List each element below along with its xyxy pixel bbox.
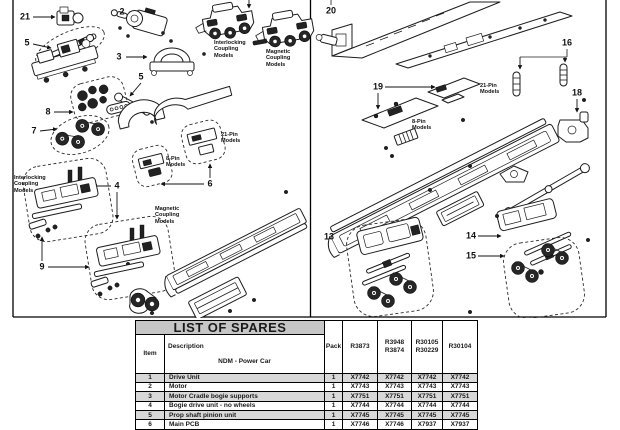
item-cell: 1 bbox=[135, 372, 165, 383]
screw-dots-right bbox=[384, 97, 591, 315]
code-r30105-r30229: X7742 bbox=[411, 372, 443, 383]
part-roof-panel bbox=[395, 11, 573, 69]
pack-cell: 1 bbox=[324, 391, 343, 402]
column-header-description: Description NDM - Power Car bbox=[164, 334, 325, 374]
description-cell: Motor bbox=[164, 381, 325, 393]
part-pcb-8pin bbox=[361, 97, 439, 146]
code-r30105-r30229: X7937 bbox=[411, 419, 443, 430]
code-r3948-r3874: X7742 bbox=[377, 372, 412, 383]
column-header-pack: Pack bbox=[324, 320, 343, 374]
part-drive-unit-frame bbox=[31, 38, 99, 83]
code-r3873: X7743 bbox=[342, 381, 378, 393]
description-cell: Main PCB bbox=[164, 419, 325, 430]
group-bogie-magnetic-exploded bbox=[84, 215, 176, 301]
part-body-shell bbox=[117, 99, 166, 130]
part-motor bbox=[110, 7, 168, 37]
item-cell: 3 bbox=[135, 391, 165, 402]
code-r3948-r3874: X7743 bbox=[377, 381, 412, 393]
part-wheel-assembly bbox=[129, 288, 160, 314]
code-r3948-r3874: X7746 bbox=[377, 419, 412, 430]
code-r3873: X7746 bbox=[342, 419, 378, 430]
code-r30104: X7743 bbox=[442, 381, 478, 393]
item-cell: 5 bbox=[135, 410, 165, 421]
part-interior-molding bbox=[315, 1, 501, 59]
code-r3873: X7751 bbox=[342, 391, 378, 402]
part-motor-mount bbox=[56, 6, 84, 26]
item-cell: 2 bbox=[135, 381, 165, 393]
group-8pin-left bbox=[131, 144, 173, 188]
code-r30104: X7745 bbox=[442, 410, 478, 421]
part-bogie-magnetic-coupling bbox=[251, 6, 317, 53]
table-title: LIST OF SPARES bbox=[135, 320, 325, 335]
group-wheelsets bbox=[50, 112, 110, 155]
part-floor-panel-left bbox=[188, 276, 247, 318]
part-pcb-21pin bbox=[427, 77, 481, 104]
description-cell: Drive Unit bbox=[164, 372, 325, 383]
exploded-parts-diagram bbox=[12, 0, 607, 318]
column-header-r3948-r3874: R3948 R3874 bbox=[377, 320, 412, 374]
code-r30105-r30229: X7743 bbox=[411, 381, 443, 393]
group-bogie-13 bbox=[346, 216, 434, 317]
group-bogie-interlocking-exploded bbox=[22, 157, 114, 243]
part-pivot-frame bbox=[499, 165, 529, 183]
group-gears bbox=[70, 76, 131, 124]
part-hatch-panel bbox=[436, 191, 485, 227]
code-r30105-r30229: X7745 bbox=[411, 410, 443, 421]
part-chassis-right bbox=[327, 118, 560, 258]
part-bogie-interlocking-coupling bbox=[191, 0, 257, 45]
part-bogie-mount bbox=[557, 111, 589, 143]
pack-cell: 1 bbox=[324, 410, 343, 421]
table-subtitle: NDM - Power Car bbox=[218, 357, 271, 365]
pack-cell: 1 bbox=[324, 381, 343, 393]
column-header-r3873: R3873 bbox=[342, 320, 378, 374]
code-r30104: X7937 bbox=[442, 419, 478, 430]
code-r3948-r3874: X7745 bbox=[377, 410, 412, 421]
part-underframe-left bbox=[164, 208, 308, 298]
list-of-spares-table: LIST OF SPARES Pack R3873 R3948 R3874 R3… bbox=[135, 320, 478, 430]
column-header-r30104: R30104 bbox=[442, 320, 478, 374]
group-bogie-14-15 bbox=[496, 198, 585, 318]
pack-cell: 1 bbox=[324, 372, 343, 383]
group-21pin-left bbox=[180, 119, 226, 165]
part-springs bbox=[512, 63, 568, 97]
code-r30104: X7742 bbox=[442, 372, 478, 383]
code-r3948-r3874: X7751 bbox=[377, 391, 412, 402]
column-header-r30105-r30229: R30105 R30229 bbox=[411, 320, 443, 374]
code-r30105-r30229: X7751 bbox=[411, 391, 443, 402]
pack-cell: 1 bbox=[324, 419, 343, 430]
description-label: Description bbox=[168, 342, 204, 350]
diagram-frame bbox=[12, 0, 607, 318]
code-r3873: X7742 bbox=[342, 372, 378, 383]
item-cell: 6 bbox=[135, 419, 165, 430]
code-r30104: X7751 bbox=[442, 391, 478, 402]
part-cradle bbox=[149, 47, 195, 76]
code-r3873: X7745 bbox=[342, 410, 378, 421]
description-cell: Motor Cradle bogie supports bbox=[164, 391, 325, 402]
description-cell: Prop shaft pinion unit bbox=[164, 410, 325, 421]
column-header-item: Item bbox=[135, 334, 165, 374]
part-roof-shell bbox=[153, 85, 233, 125]
